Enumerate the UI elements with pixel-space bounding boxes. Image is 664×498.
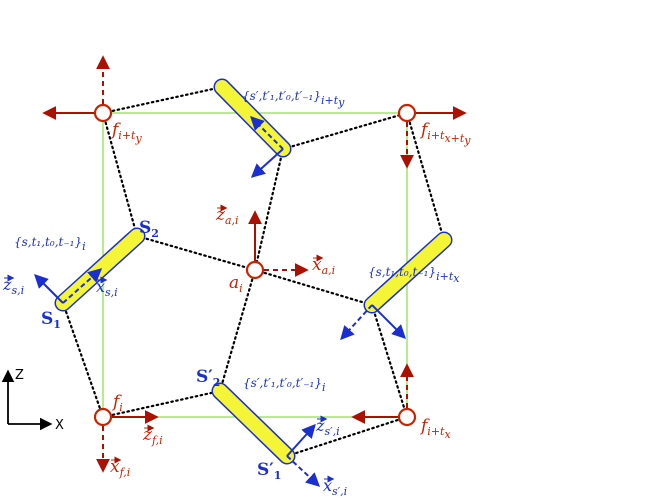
vector-overbars-blue bbox=[4, 274, 335, 483]
blue-arrows bbox=[34, 116, 406, 487]
label-set-top: {s′,t′₁,t′₀,t′₋₁}i+ty bbox=[242, 89, 345, 109]
label-f-top-left: fi+ty bbox=[110, 120, 142, 145]
node-f-top-right bbox=[397, 103, 417, 123]
label-set-bottom: {s′,t′₁,t′₀,t′₋₁}i bbox=[243, 376, 326, 394]
node-f-bottom-left bbox=[93, 407, 113, 427]
label-z-a: za,i bbox=[215, 205, 239, 227]
label-a-center: ai bbox=[229, 273, 243, 295]
label-x-s-prime: xs′,i bbox=[323, 476, 347, 498]
label-z-s: zs,i bbox=[2, 275, 24, 297]
label-S1: S1 bbox=[41, 309, 61, 331]
label-f-bottom-left: fi bbox=[111, 392, 123, 414]
coordinate-axes bbox=[1, 369, 53, 431]
node-f-top-left bbox=[93, 103, 113, 123]
red-arrows bbox=[42, 55, 467, 473]
axis-z-label: Z bbox=[15, 368, 24, 383]
label-set-right: {s,t₁,t₀,t₋₁}i+tx bbox=[368, 265, 460, 285]
vector-overbars bbox=[111, 204, 324, 464]
label-x-f: xf,i bbox=[110, 457, 130, 479]
label-S1-prime: S′1 bbox=[257, 460, 281, 482]
label-x-a: xa,i bbox=[312, 255, 335, 277]
label-f-top-right: fi+tx+ty bbox=[419, 120, 471, 147]
label-z-s-prime: zs′,i bbox=[315, 416, 340, 438]
node-a-center bbox=[245, 260, 265, 280]
node-f-bottom-right bbox=[397, 407, 417, 427]
label-f-bottom-right: fi+tx bbox=[419, 416, 451, 441]
label-x-s: xs,i bbox=[96, 277, 118, 299]
label-z-f: zf,i bbox=[142, 425, 163, 447]
dotted-bonds bbox=[61, 85, 446, 458]
label-S2-prime: S′2 bbox=[196, 367, 220, 389]
label-set-left: {s,t₁,t₀,t₋₁}i bbox=[14, 235, 86, 253]
axis-x-label: X bbox=[55, 418, 64, 433]
label-S2: S2 bbox=[139, 218, 159, 240]
nodes bbox=[93, 103, 417, 427]
